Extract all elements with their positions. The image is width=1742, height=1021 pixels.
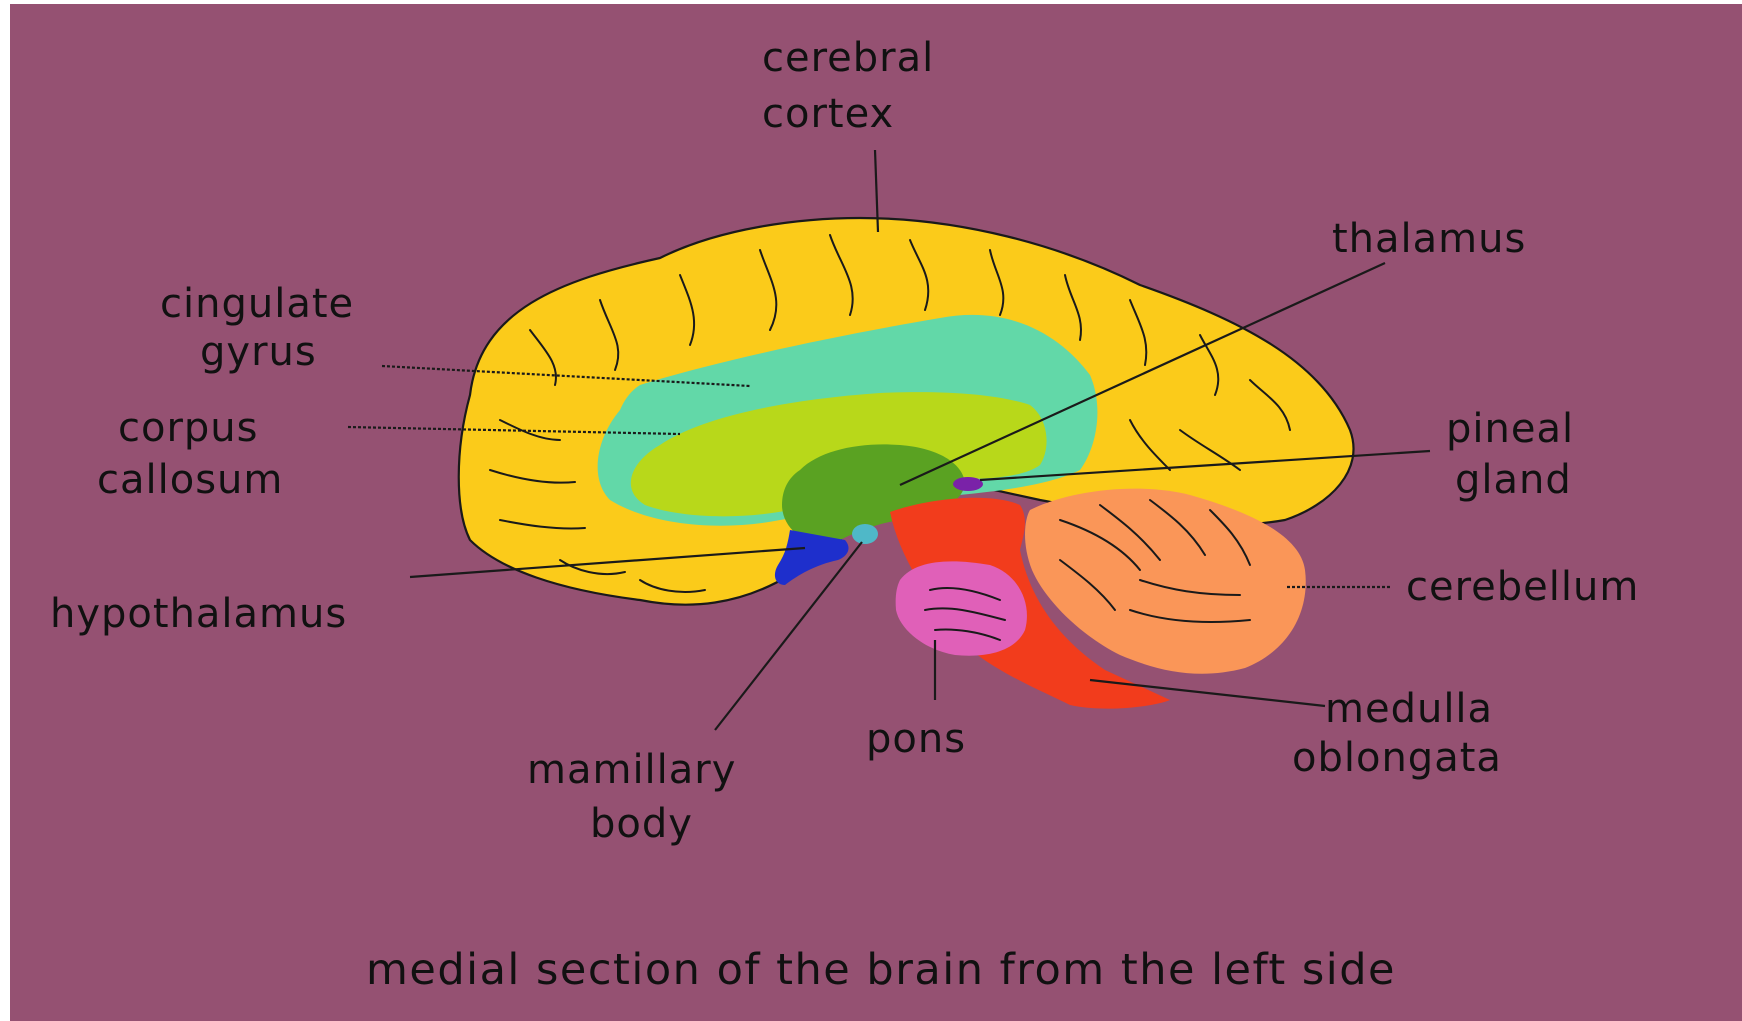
pineal-gland-region bbox=[953, 477, 983, 491]
label-thalamus: thalamus bbox=[1332, 216, 1526, 262]
label-pineal-gland-line1: pineal bbox=[1446, 406, 1574, 452]
label-cerebral-cortex-line2: cortex bbox=[762, 91, 894, 137]
label-cingulate-gyrus-line1: cingulate bbox=[160, 281, 354, 327]
label-cerebral-cortex-line1: cerebral bbox=[762, 35, 934, 81]
label-hypothalamus: hypothalamus bbox=[50, 591, 347, 637]
mamillary-body-region bbox=[852, 524, 878, 544]
pons-region bbox=[896, 561, 1027, 655]
label-pons: pons bbox=[866, 716, 966, 762]
label-pineal-gland-line2: gland bbox=[1455, 457, 1572, 503]
label-medulla-oblongata-line1: medulla bbox=[1325, 686, 1493, 732]
label-corpus-callosum-line2: callosum bbox=[97, 457, 283, 503]
label-cerebellum: cerebellum bbox=[1406, 564, 1639, 610]
label-mamillary-body-line2: body bbox=[590, 801, 693, 847]
label-corpus-callosum-line1: corpus bbox=[118, 405, 259, 451]
diagram-caption: medial section of the brain from the lef… bbox=[366, 945, 1396, 995]
label-cingulate-gyrus-line2: gyrus bbox=[200, 329, 317, 375]
label-medulla-oblongata-line2: oblongata bbox=[1292, 735, 1502, 781]
label-mamillary-body-line1: mamillary bbox=[527, 747, 736, 793]
